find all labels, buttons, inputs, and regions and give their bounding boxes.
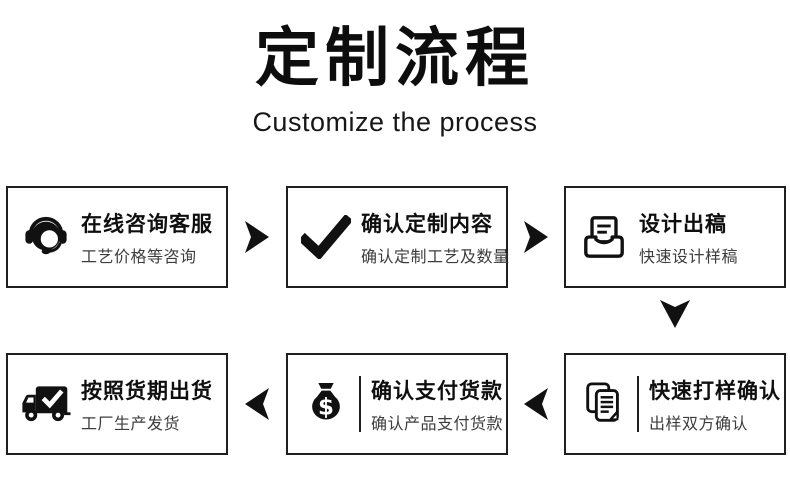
step-box-online-consult: 在线咨询客服 工艺价格等咨询 — [6, 186, 228, 288]
step-title: 快速打样确认 — [649, 379, 781, 403]
page-title: 定制流程 — [255, 22, 535, 94]
headset-icon — [21, 214, 71, 260]
step-title: 设计出稿 — [639, 212, 727, 236]
arrow-left-icon — [524, 388, 548, 420]
dollar-glyph: $ — [318, 395, 334, 421]
step-title: 确认定制内容 — [361, 212, 493, 236]
step-subtitle: 工厂生产发货 — [81, 415, 181, 433]
checkmark-icon — [301, 215, 351, 259]
step-subtitle: 出样双方确认 — [649, 415, 749, 433]
money-bag-icon: $ — [301, 380, 351, 428]
step-box-sample-confirm: 快速打样确认 出样双方确认 — [564, 353, 786, 455]
step-box-confirm-content: 确认定制内容 确认定制工艺及数量 — [286, 186, 510, 288]
page-subtitle: Customize the process — [252, 107, 538, 137]
arrow-left-icon — [245, 388, 269, 420]
step-subtitle: 快速设计样稿 — [639, 248, 739, 266]
step-title: 按照货期出货 — [81, 379, 213, 403]
arrow-down-icon — [660, 300, 690, 328]
design-draft-icon — [579, 214, 629, 260]
arrow-right-icon — [245, 221, 269, 253]
delivery-truck-icon — [21, 383, 71, 425]
arrow-right-icon — [524, 221, 548, 253]
divider — [637, 376, 639, 432]
step-title: 确认支付货款 — [371, 379, 503, 403]
step-subtitle: 工艺价格等咨询 — [81, 248, 197, 266]
step-subtitle: 确认定制工艺及数量 — [361, 248, 510, 266]
step-title: 在线咨询客服 — [81, 212, 213, 236]
sample-documents-icon — [579, 380, 629, 428]
step-subtitle: 确认产品支付货款 — [371, 415, 504, 433]
step-box-confirm-payment: $ 确认支付货款 确认产品支付货款 — [286, 353, 508, 455]
step-box-design-draft: 设计出稿 快速设计样稿 — [564, 186, 786, 288]
divider — [359, 376, 361, 432]
step-box-ship-goods: 按照货期出货 工厂生产发货 — [6, 353, 228, 455]
